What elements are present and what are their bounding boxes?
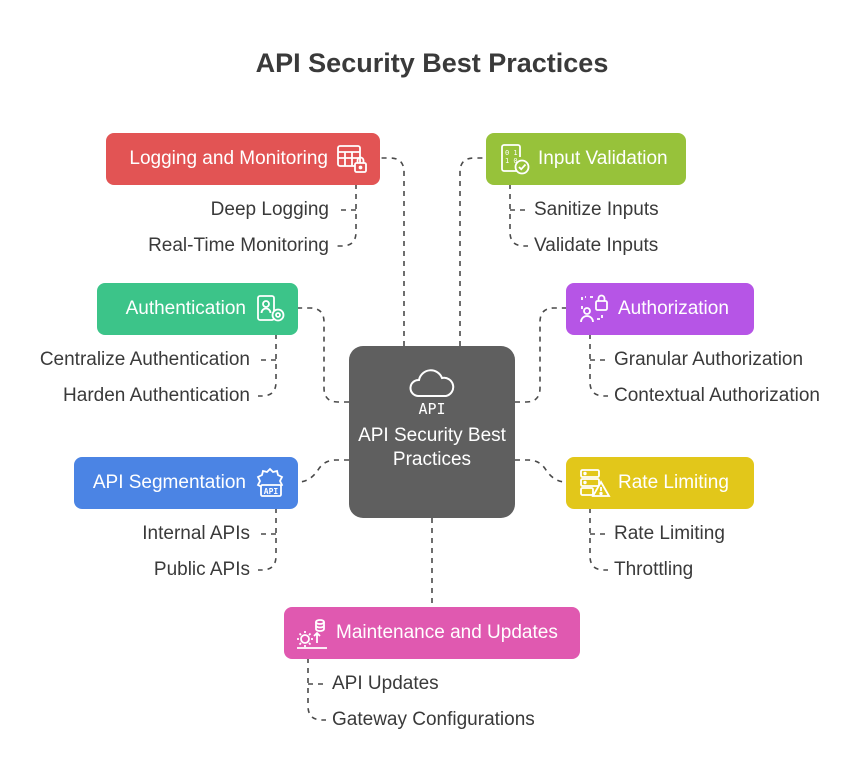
category-api-segmentation: API Segmentation API (74, 457, 298, 509)
list-item: Sanitize Inputs (534, 199, 659, 220)
category-label: Logging and Monitoring (129, 148, 328, 169)
list-item: Granular Authorization (614, 349, 804, 370)
connector-input (459, 157, 486, 346)
list-item: Throttling (614, 559, 694, 580)
gear-api-icon: API (252, 465, 288, 501)
bracket-authentication (258, 334, 277, 397)
bracket-maintenance (307, 658, 326, 721)
list-item: Public APIs (153, 559, 250, 580)
list-item: Validate Inputs (534, 235, 659, 256)
category-label: Input Validation (538, 148, 668, 169)
category-logging-monitoring: Logging and Monitoring (106, 133, 380, 185)
bracket-rate (589, 508, 608, 571)
list-item: Real-Time Monitoring (148, 235, 329, 256)
user-lock-icon (576, 291, 612, 327)
svg-text:0 1: 0 1 (505, 149, 518, 157)
connector-authorization (515, 307, 566, 403)
connector-rate (515, 459, 567, 483)
svg-text:API: API (418, 400, 445, 418)
central-hub: API API Security Best Practices (349, 346, 515, 518)
binary-document-check-icon: 0 1 1 0 (496, 141, 532, 177)
connector-logging (380, 157, 405, 346)
bracket-segmentation (258, 508, 277, 571)
category-label: Rate Limiting (618, 472, 729, 493)
server-warning-icon (576, 465, 612, 501)
list-item: Contextual Authorization (614, 385, 820, 406)
list-item: Internal APIs (142, 523, 250, 544)
category-input-validation: 0 1 1 0 Input Validation (486, 133, 686, 185)
category-label: Authentication (125, 298, 246, 319)
category-label: Authorization (618, 298, 729, 319)
category-authentication: Authentication (97, 283, 298, 335)
bracket-logging (336, 184, 357, 247)
bracket-authorization (589, 334, 608, 397)
table-lock-icon (334, 141, 370, 177)
list-item: Harden Authentication (63, 385, 250, 406)
category-maintenance-updates: Maintenance and Updates (284, 607, 580, 659)
cloud-api-icon: API (404, 368, 460, 418)
category-authorization: Authorization (566, 283, 754, 335)
gear-database-icon (294, 615, 330, 651)
svg-text:API: API (264, 487, 279, 496)
page-title: API Security Best Practices (255, 48, 609, 78)
list-item: Rate Limiting (614, 523, 725, 544)
list-item: Gateway Configurations (332, 709, 535, 730)
id-badge-icon (252, 291, 288, 327)
connector-segmentation (297, 459, 349, 483)
list-item: Deep Logging (210, 199, 329, 220)
hub-label: API Security Best Practices (358, 425, 506, 470)
connector-authentication (298, 307, 349, 403)
svg-text:1 0: 1 0 (505, 157, 518, 165)
category-label: Maintenance and Updates (336, 622, 558, 643)
list-item: Centralize Authentication (39, 349, 250, 370)
category-label: API Segmentation (92, 472, 246, 493)
list-item: API Updates (332, 673, 439, 694)
bracket-input (509, 184, 528, 247)
category-rate-limiting: Rate Limiting (566, 457, 754, 509)
